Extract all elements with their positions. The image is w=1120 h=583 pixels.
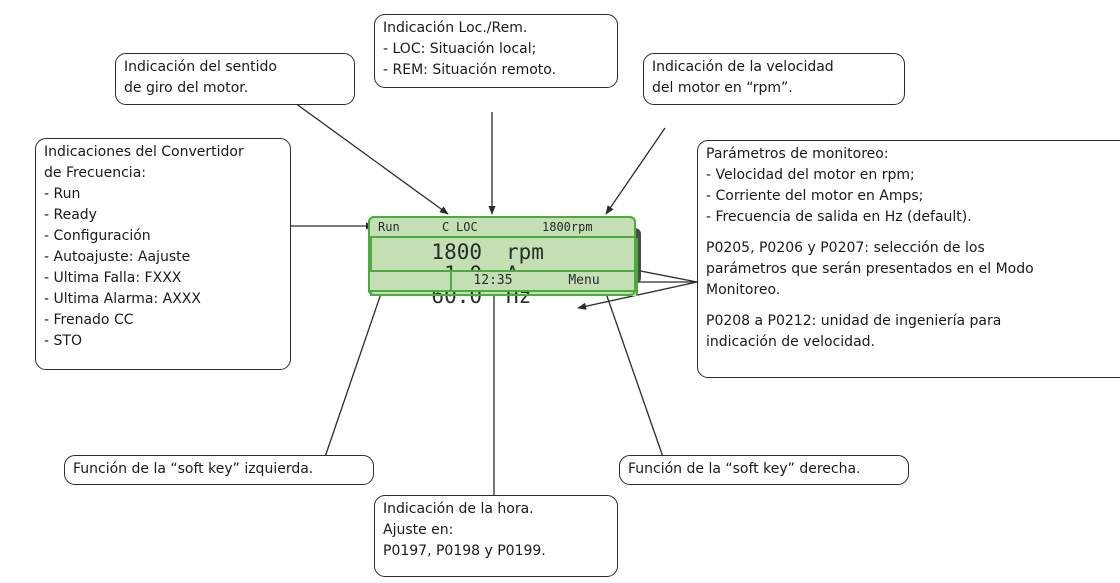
arrow-right-soft-key xyxy=(599,275,664,458)
arrow-rotation-direction xyxy=(294,102,449,215)
left-soft-key[interactable] xyxy=(368,270,452,292)
arrow-left-soft-key xyxy=(324,275,388,458)
status-bar: Run C LOC 1800rpm xyxy=(370,218,634,238)
arrow-motor-speed xyxy=(605,127,666,215)
converter-indications-callout: Indicaciones del Convertidor de Frecuenc… xyxy=(35,138,291,370)
monitor-value: 1800 xyxy=(431,240,482,264)
run-status: Run xyxy=(378,220,400,234)
monitoring-callout: Parámetros de monitoreo: - Velocidad del… xyxy=(697,140,1120,378)
clock-callout: Indicación de la hora. Ajuste en: P0197,… xyxy=(374,495,618,577)
loc-rem-callout: Indicación Loc./Rem. - LOC: Situación lo… xyxy=(374,14,618,88)
monitor-unit: rpm xyxy=(506,240,544,264)
rotation-direction-callout: Indicación del sentido de giro del motor… xyxy=(115,53,355,105)
clock-display: 12:35 xyxy=(450,270,536,292)
monitor-row-speed: 1800 rpm xyxy=(370,240,634,264)
loc-rem-status: LOC xyxy=(456,220,478,234)
menu-soft-key[interactable]: Menu xyxy=(534,270,636,292)
speed-status: 1800rpm xyxy=(542,220,593,234)
right-soft-key-callout: Función de la “soft key” derecha. xyxy=(619,455,909,485)
left-soft-key-callout: Función de la “soft key” izquierda. xyxy=(64,455,374,485)
motor-speed-callout: Indicación de la velocidad del motor en … xyxy=(643,53,905,105)
rotation-direction-icon: C xyxy=(442,220,450,234)
